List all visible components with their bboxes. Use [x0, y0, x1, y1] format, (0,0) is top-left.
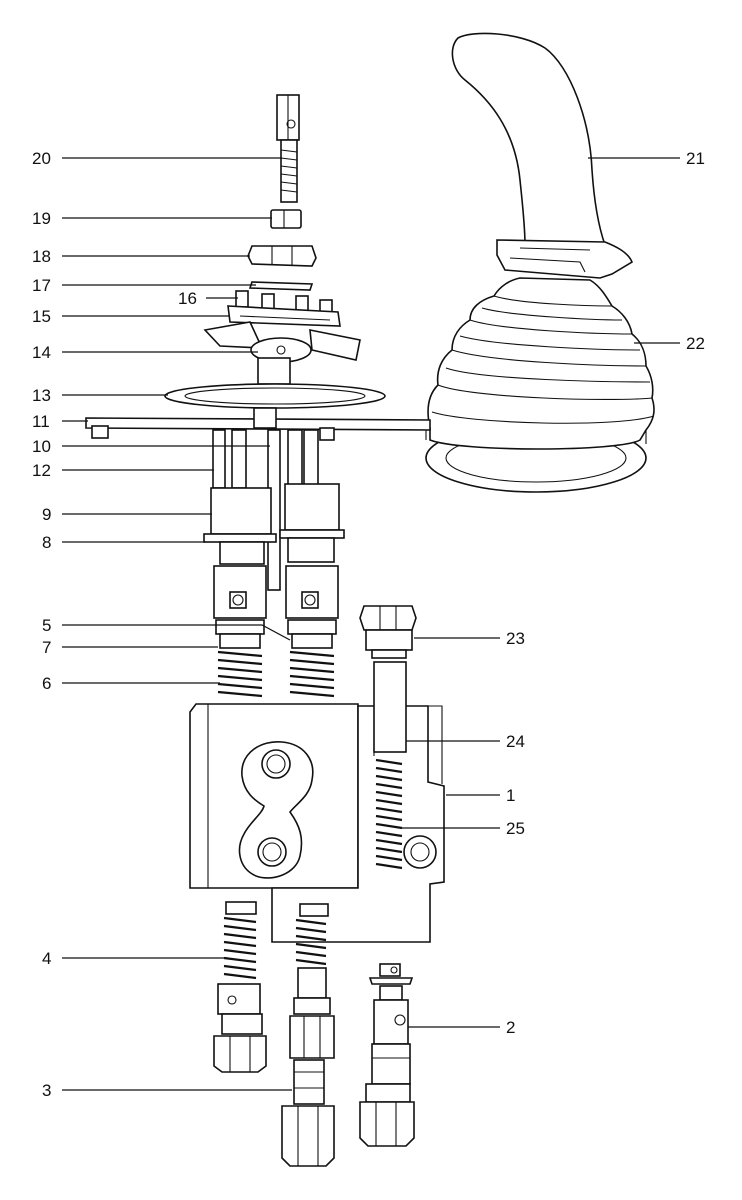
plunger-left — [212, 429, 281, 591]
label-11: 11 — [32, 412, 50, 431]
adjusting-screw — [276, 94, 300, 203]
cap-nut — [359, 605, 417, 659]
side-plunger — [373, 661, 407, 753]
rubber-boot — [425, 277, 655, 493]
label-6: 6 — [42, 674, 51, 693]
guide-disc — [164, 383, 386, 409]
label-18: 18 — [32, 247, 51, 266]
spring-seat-left — [215, 619, 265, 649]
label-15: 15 — [32, 307, 51, 326]
plunger-housing-left — [213, 565, 267, 619]
lower-valve-left — [213, 901, 267, 1073]
label-4: 4 — [42, 949, 51, 968]
upper-spring-right — [289, 650, 335, 698]
label-2: 2 — [506, 1018, 515, 1037]
small-nut — [270, 209, 302, 229]
leader-lines — [62, 157, 680, 1091]
valve-body — [189, 703, 445, 943]
label-25: 25 — [506, 819, 525, 838]
cam-assembly — [203, 321, 361, 385]
large-nut — [247, 245, 317, 267]
long-plate — [85, 407, 431, 441]
label-14: 14 — [32, 343, 51, 362]
guide-bushing-right — [279, 483, 345, 563]
label-10: 10 — [32, 437, 51, 456]
part-labels: 20 19 18 17 16 15 14 13 11 10 12 9 8 5 7… — [32, 149, 705, 1100]
label-24: 24 — [506, 732, 525, 751]
label-21: 21 — [686, 149, 705, 168]
label-8: 8 — [42, 533, 51, 552]
label-9: 9 — [42, 505, 51, 524]
plunger-right — [287, 429, 319, 487]
upper-spring-left — [217, 650, 263, 698]
lower-valve-center — [281, 903, 335, 1167]
label-22: 22 — [686, 334, 705, 353]
label-5: 5 — [42, 616, 51, 635]
label-1: 1 — [506, 786, 515, 805]
joystick-handle — [451, 32, 633, 279]
guide-bushing-left — [203, 487, 277, 565]
label-3: 3 — [42, 1081, 51, 1100]
label-7: 7 — [42, 638, 51, 657]
side-spring — [375, 758, 403, 870]
washer — [248, 281, 314, 291]
label-12: 12 — [32, 461, 51, 480]
label-20: 20 — [32, 149, 51, 168]
label-13: 13 — [32, 386, 51, 405]
label-16: 16 — [178, 289, 197, 308]
label-17: 17 — [32, 276, 51, 295]
label-19: 19 — [32, 209, 51, 228]
spring-seat-right — [287, 619, 337, 649]
lower-valve-right — [359, 963, 415, 1147]
screw-plate — [227, 290, 341, 327]
plunger-housing-right — [285, 565, 339, 619]
label-23: 23 — [506, 629, 525, 648]
